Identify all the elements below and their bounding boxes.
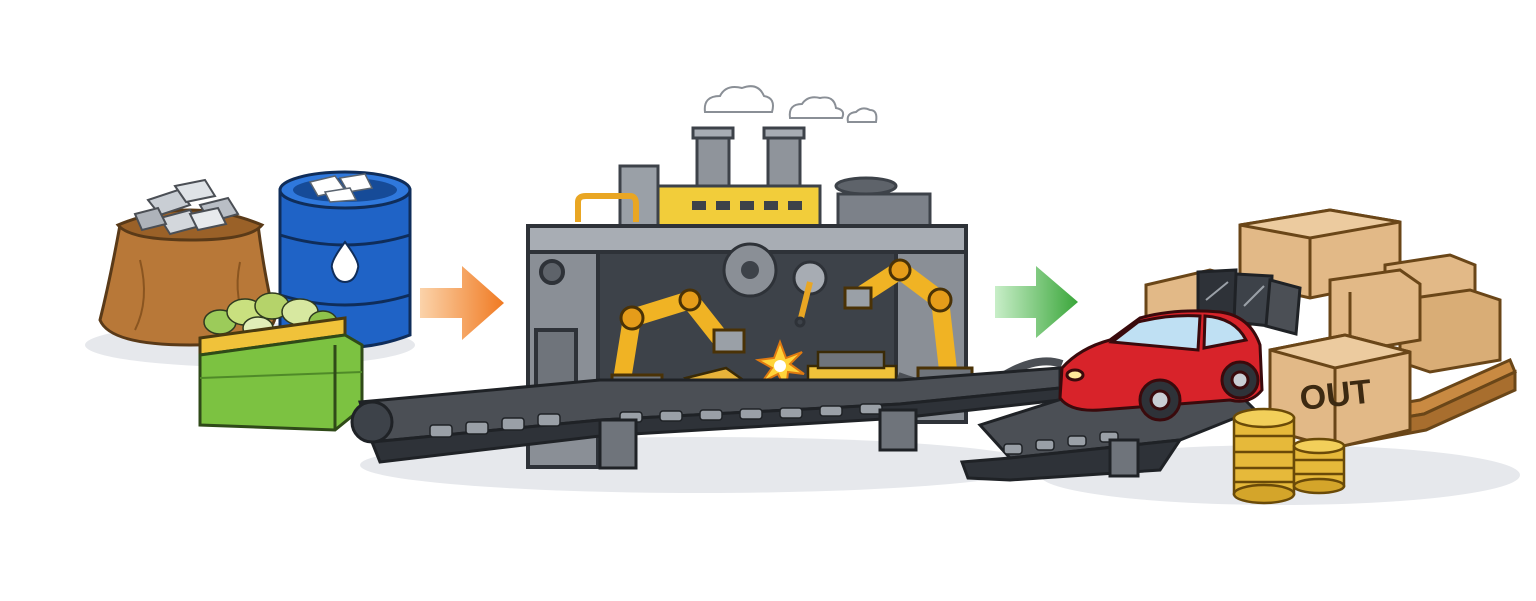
factory-machine-icon <box>350 85 1064 470</box>
outputs-group: OUT <box>959 208 1517 505</box>
inputs-group <box>98 170 504 432</box>
roof-units <box>575 164 932 228</box>
smokestack-icon <box>691 126 806 194</box>
smoke-clouds <box>703 85 878 123</box>
orange-arrow-right-icon <box>420 266 504 340</box>
gear-icon <box>722 242 828 298</box>
red-car-icon <box>1058 309 1264 422</box>
gold-coins-icon <box>1232 407 1346 505</box>
water-drop-icon <box>330 240 360 284</box>
green-crate-of-produce-icon <box>198 292 364 432</box>
green-arrow-right-icon <box>995 266 1078 338</box>
conveyor-belt-icon <box>959 393 1258 482</box>
conveyor-belt-icon <box>350 366 1062 470</box>
out-box-label: OUT <box>1298 373 1374 418</box>
solar-panels-icon <box>1196 268 1302 336</box>
robotic-arm-icon <box>794 281 813 328</box>
